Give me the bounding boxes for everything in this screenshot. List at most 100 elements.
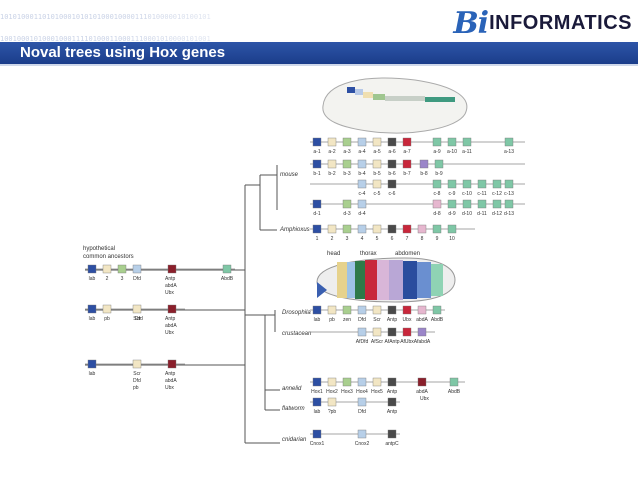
slide-title: Noval trees using Hox genes [20, 44, 226, 61]
mouse-d-6-label: d-11 [477, 211, 487, 217]
mouse-b-6-box [402, 159, 412, 169]
crustacean-0-box [357, 327, 367, 337]
logo-bi: Bi [453, 5, 489, 41]
mouse-b-2-box [342, 159, 352, 169]
mouse-b-4-box [372, 159, 382, 169]
mouse-c-6-label: c-11 [477, 191, 487, 197]
flatworm-3-label: Antp [387, 409, 398, 415]
mouse-c-1-box [372, 179, 382, 189]
anc3-group-label-2: Ubx [165, 385, 174, 391]
anc2-0-label: lab [89, 316, 96, 322]
binary-line: 1010100011010100010101010001000011101000… [0, 13, 211, 22]
annelid-7-box [449, 377, 459, 387]
mouse-b-2-label: b-3 [343, 171, 350, 177]
mouse-d-3-box [432, 199, 442, 209]
flatworm-2-label: Dfd [358, 409, 366, 415]
anc3-group-label-0: Antp [165, 371, 176, 377]
mouse-d-0-box [312, 199, 322, 209]
mouse-d-8-box [504, 199, 514, 209]
mouse-d-7-label: d-12 [492, 211, 502, 217]
mouse-b-7-label: b-8 [420, 171, 427, 177]
anc3-1-label: Scr [133, 371, 141, 377]
drosophila-1-box [327, 305, 337, 315]
anc1-3-box [132, 264, 142, 274]
amphioxus-6-label: 7 [406, 236, 409, 242]
annelid-4-box [372, 377, 382, 387]
anc2-group-label-2: Ubx [165, 330, 174, 336]
anc2-2-box [132, 304, 142, 314]
mouse-a-4-box [372, 137, 382, 147]
mouse-a-0-box [312, 137, 322, 147]
flatworm-3-box [387, 397, 397, 407]
crustacean-2-box [387, 327, 397, 337]
anc3-2-box [167, 359, 177, 369]
amphioxus-0-box [312, 224, 322, 234]
annelid-extra-0: Ubx [420, 396, 429, 402]
mouse-a-8-label: a-10 [447, 149, 457, 155]
crustacean-0-label: AfDfd [356, 339, 369, 345]
anc1-group-label-0: Antp [165, 276, 176, 282]
annelid-2-label: Hox3 [341, 389, 353, 395]
crustacean-1-box [372, 327, 382, 337]
mouse-c-1-label: c-5 [374, 191, 381, 197]
drosophila-7-label: abdA [416, 317, 428, 323]
drosophila-2-label: zen [343, 317, 351, 323]
bioinformatics-logo: Bi INFORMATICS [453, 6, 632, 41]
anc1-abdb-label: AbdB [221, 276, 234, 282]
drosophila-3-box [357, 305, 367, 315]
ancestors-heading-line2: common ancestors [83, 254, 134, 260]
anc2-dfd-0: Dfd [135, 316, 143, 322]
binary-line: 1001000101000100011110100011000111000101… [0, 35, 211, 42]
annelid-0-label: Hox1 [311, 389, 323, 395]
label-cnidarian: cnidarian [282, 437, 307, 443]
anc1-group-box [167, 264, 177, 274]
drosophila-3-label: Dfd [358, 317, 366, 323]
mouse-b-1-box [327, 159, 337, 169]
hox-tree-figure: mouse Amphioxus Drosophila crustacean an… [55, 70, 585, 470]
annelid-6-label: abdA [416, 389, 428, 395]
anc3-0-label: lab [89, 371, 96, 377]
flatworm-1-box [327, 397, 337, 407]
drosophila-7-box [417, 305, 427, 315]
mouse-d-3-label: d-8 [433, 211, 440, 217]
amphioxus-2-label: 3 [346, 236, 349, 242]
mouse-c-3-label: c-8 [434, 191, 441, 197]
region-head: head [327, 251, 340, 257]
annelid-5-label: Antp [387, 389, 398, 395]
drosophila-8-box [432, 305, 442, 315]
amphioxus-7-label: 8 [421, 236, 424, 242]
drosophila-6-label: Ubx [403, 317, 412, 323]
amphioxus-3-label: 4 [361, 236, 364, 242]
drosophila-5-label: Antp [387, 317, 398, 323]
annelid-7-label: AbdB [448, 389, 461, 395]
label-mouse: mouse [280, 172, 299, 178]
crustacean-2-label: AfAntp [384, 339, 399, 345]
anc1-0-label: lab [89, 276, 96, 282]
mouse-a-5-label: a-6 [388, 149, 395, 155]
annelid-0-box [312, 377, 322, 387]
mouse-d-8-label: d-13 [504, 211, 514, 217]
mouse-b-3-box [357, 159, 367, 169]
mouse-d-7-box [492, 199, 502, 209]
anc2-group-label-0: Antp [165, 316, 176, 322]
drosophila-4-label: Scr [373, 317, 381, 323]
mouse-a-0-label: a-1 [313, 149, 320, 155]
mouse-a-3-label: a-4 [358, 149, 365, 155]
mouse-d-0-label: d-1 [313, 211, 320, 217]
anc1-abdb-box [222, 264, 232, 274]
mouse-c-2-box [387, 179, 397, 189]
mouse-b-3-label: b-4 [358, 171, 365, 177]
mouse-d-2-box [357, 199, 367, 209]
flatworm-0-label: lab [314, 409, 321, 415]
mouse-a-8-box [447, 137, 457, 147]
amphioxus-5-label: 6 [391, 236, 394, 242]
insect-embryo-illustration: head thorax abdomen [316, 251, 456, 303]
anc3-1-box [132, 359, 142, 369]
anc2-1-box [102, 304, 112, 314]
mouse-b-0-box [312, 159, 322, 169]
label-annelid: annelid [282, 386, 302, 392]
amphioxus-2-box [342, 224, 352, 234]
embryo-illustration [322, 77, 468, 134]
mouse-c-4-box [447, 179, 457, 189]
anc2-group-label-1: abdA [165, 323, 177, 329]
